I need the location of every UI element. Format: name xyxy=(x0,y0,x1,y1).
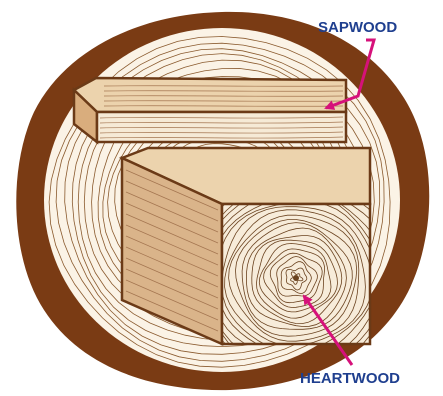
heartwood-label: HEARTWOOD xyxy=(300,370,400,387)
sapwood-label: SAPWOOD xyxy=(318,19,397,36)
pith xyxy=(293,275,299,281)
sapwood-board-top xyxy=(74,78,346,112)
sapwood-board xyxy=(74,78,346,142)
